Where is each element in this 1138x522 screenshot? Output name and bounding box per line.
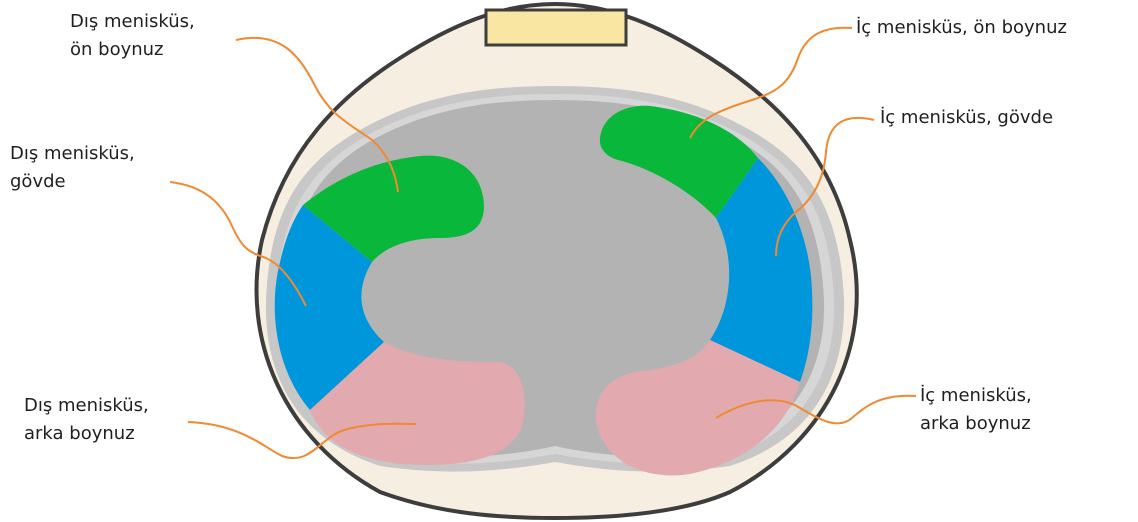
label-line: İç menisküs, xyxy=(920,382,1032,410)
label-line: Dış menisküs, xyxy=(10,140,135,168)
label-lateral-body: Dış menisküs, gövde xyxy=(10,140,135,196)
label-line: ön boynuz xyxy=(70,36,195,64)
label-line: Dış menisküs, xyxy=(70,8,195,36)
label-medial-posterior-horn: İç menisküs, arka boynuz xyxy=(920,382,1032,438)
patella xyxy=(486,10,626,45)
label-line: Dış menisküs, xyxy=(24,392,149,420)
label-lateral-posterior-horn: Dış menisküs, arka boynuz xyxy=(24,392,149,448)
label-line: İç menisküs, gövde xyxy=(880,104,1053,132)
label-line: gövde xyxy=(10,168,135,196)
label-line: arka boynuz xyxy=(920,410,1032,438)
label-line: İç menisküs, ön boynuz xyxy=(856,14,1067,42)
label-medial-body: İç menisküs, gövde xyxy=(880,104,1053,132)
label-lateral-anterior-horn: Dış menisküs, ön boynuz xyxy=(70,8,195,64)
label-medial-anterior-horn: İç menisküs, ön boynuz xyxy=(856,14,1067,42)
label-line: arka boynuz xyxy=(24,420,149,448)
